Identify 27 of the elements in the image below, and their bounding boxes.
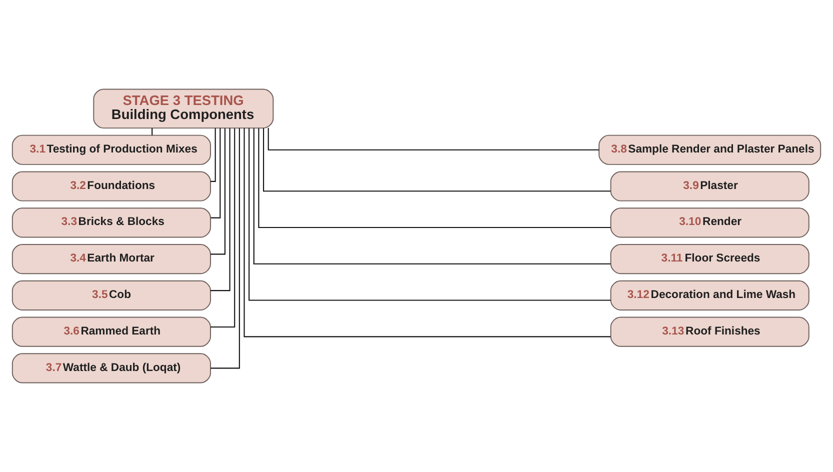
node-box: 3.8Sample Render and Plaster Panels xyxy=(598,134,822,165)
node-box: 3.2Foundations xyxy=(12,171,211,202)
node-box: 3.3Bricks & Blocks xyxy=(12,208,211,238)
connector xyxy=(268,128,599,150)
node-box: 3.12 Decoration and Lime Wash xyxy=(610,280,810,310)
connector xyxy=(210,128,221,218)
node-box: 3.7Wattle & Daub (Loqat) xyxy=(12,353,211,384)
node-box: 3.5Cob xyxy=(12,280,211,310)
connector xyxy=(244,128,611,338)
connector xyxy=(152,128,153,136)
connector xyxy=(263,128,610,192)
node-box: STAGE 3 TESTING Building Components xyxy=(93,88,274,129)
connector xyxy=(210,128,230,292)
node-box: 3.11 Floor Screeds xyxy=(610,244,810,274)
connector xyxy=(248,128,611,301)
node-box: 3.1Testing of Production Mixes xyxy=(12,134,211,165)
node-box: 3.10Render xyxy=(610,208,810,238)
node-box: 3.6 Rammed Earth xyxy=(12,316,211,347)
node-box: 3.9Plaster xyxy=(610,171,810,202)
node-box: 3.13Roof Finishes xyxy=(610,316,810,347)
connector xyxy=(210,128,240,369)
connector xyxy=(258,128,611,228)
connector xyxy=(210,128,216,182)
connector xyxy=(210,128,236,328)
node-box: 3.4Earth Mortar xyxy=(12,244,211,274)
connector xyxy=(253,128,611,264)
connector xyxy=(210,128,226,255)
